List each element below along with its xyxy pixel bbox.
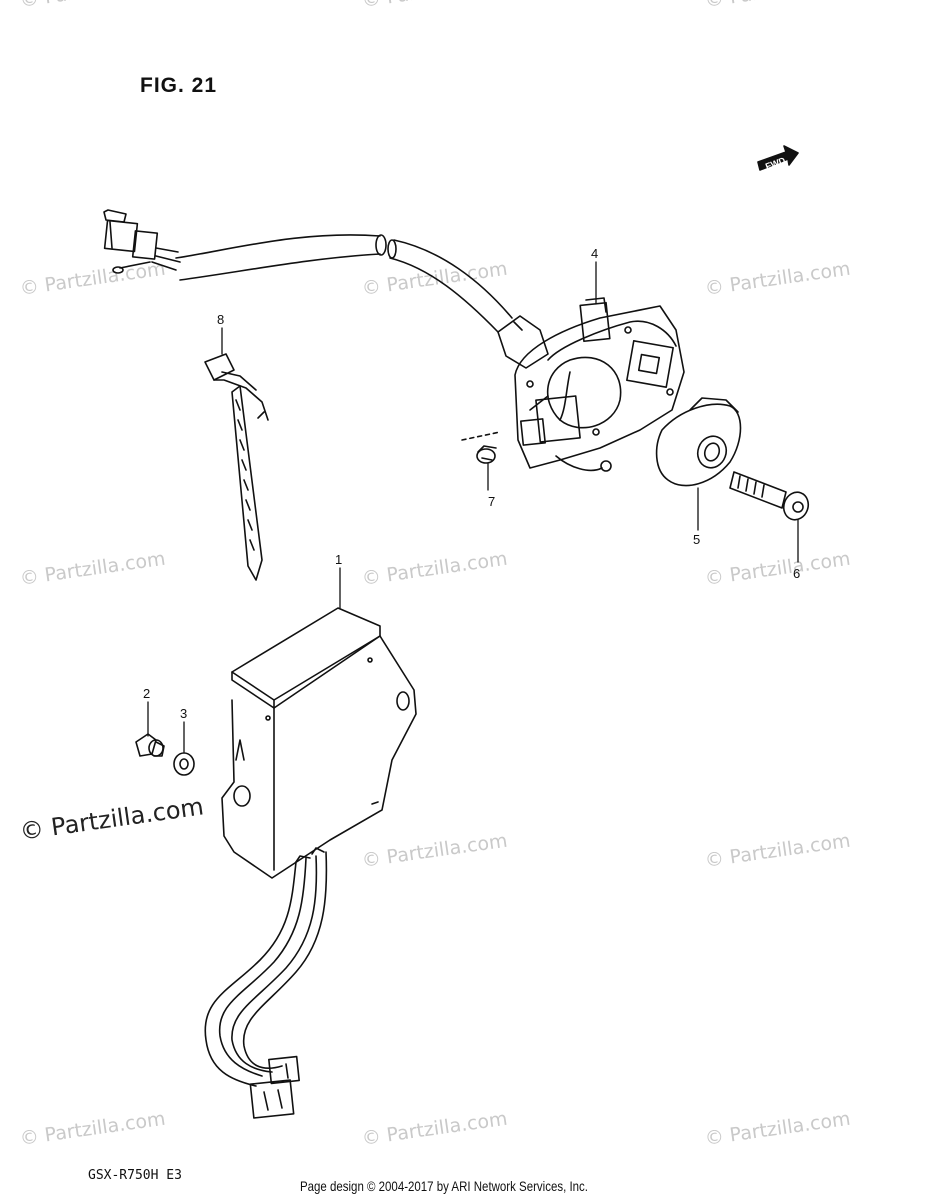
forward-arrow-icon [757, 145, 799, 171]
callout-4: 4 [591, 246, 599, 261]
upper-wire-harness [103, 209, 549, 369]
copyright-notice: Page design © 2004-2017 by ARI Network S… [300, 1178, 588, 1194]
clamp-8 [204, 353, 269, 581]
rotor-5 [655, 397, 742, 487]
callout-3: 3 [180, 706, 188, 721]
screw-2 [135, 733, 165, 757]
figure-title: FIG. 21 [140, 74, 218, 97]
callout-1: 1 [335, 552, 343, 567]
washer-3 [173, 752, 195, 776]
callout-8: 8 [217, 312, 225, 327]
callout-7: 7 [488, 494, 496, 509]
callout-5: 5 [693, 532, 701, 547]
model-code: GSX-R750H E3 [88, 1168, 182, 1183]
signal-generator [514, 297, 685, 472]
leader-lines [147, 261, 799, 753]
screw-7 [461, 431, 501, 464]
callout-6: 6 [793, 566, 801, 581]
bolt-6 [729, 471, 810, 521]
lower-wire-harness [204, 851, 328, 1119]
igniter-unit-1 [221, 607, 417, 879]
callout-2: 2 [143, 686, 151, 701]
